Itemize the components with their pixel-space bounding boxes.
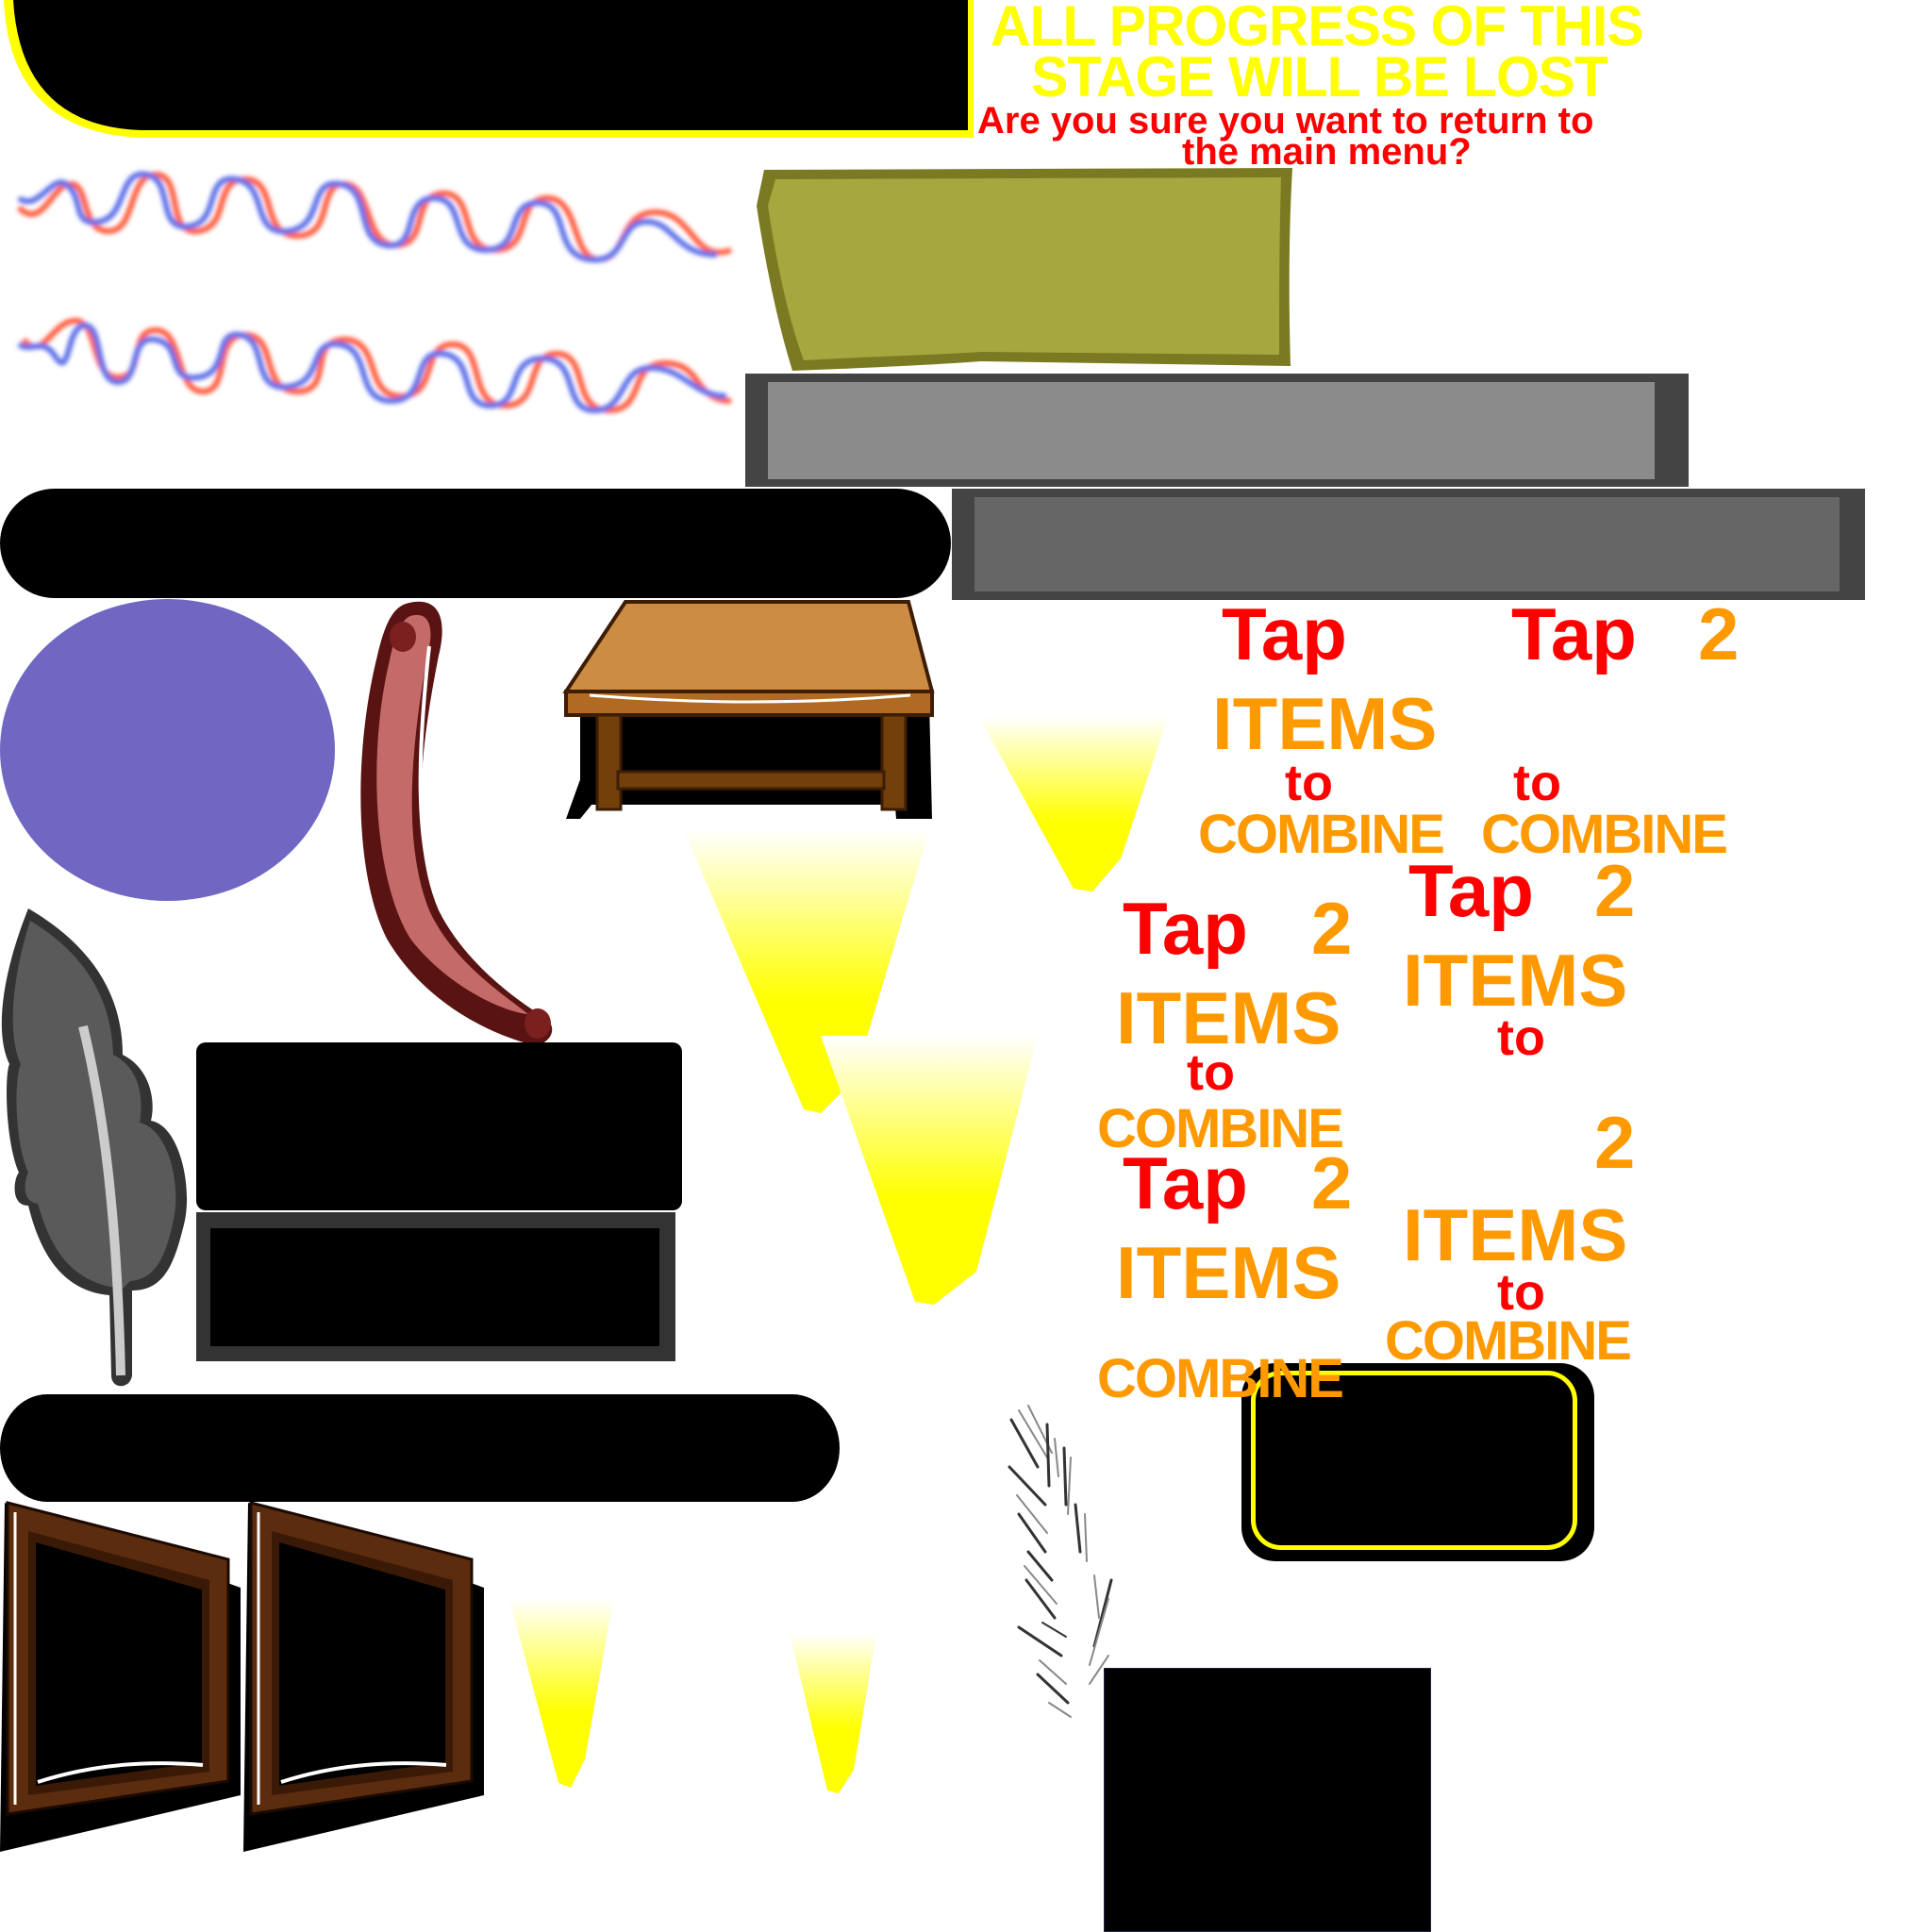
warning-title-line2: STAGE WILL BE LOST: [1031, 45, 1608, 108]
hint-tap-label: Tap: [1511, 592, 1637, 675]
spotlight-icon: [509, 1599, 613, 1788]
hint-items-label: ITEMS: [1403, 1193, 1628, 1276]
confirm-question-line2: the main menu?: [1182, 131, 1472, 173]
top-banner-panel: [4, 0, 974, 138]
hint-combine-label: COMBINE: [1385, 1310, 1632, 1372]
hint-to-label: to: [1187, 1044, 1235, 1101]
hint-combine-label: COMBINE: [1198, 804, 1445, 865]
hint-combine-label: COMBINE: [1481, 804, 1728, 865]
hint-tap-label: Tap: [1408, 849, 1534, 932]
yellow-border-button-outline: [1251, 1371, 1577, 1550]
hint-tap-label: Tap: [1123, 1141, 1248, 1224]
bordered-black-panel-fill: [210, 1228, 659, 1346]
picture-frame-icon: [243, 1501, 484, 1852]
horn-icon: [360, 601, 553, 1045]
picture-frame-icon: [0, 1501, 241, 1852]
hint-tap-label: Tap: [1222, 592, 1347, 675]
yellow-border-button[interactable]: [1241, 1363, 1594, 1561]
black-square-panel: [1104, 1668, 1431, 1932]
hint-tap-label: Tap: [1123, 887, 1248, 970]
hint-items-label: ITEMS: [1116, 1231, 1341, 1314]
gray-bar-dark-fill: [974, 497, 1840, 591]
table-icon: [562, 600, 935, 819]
spotlight-icon: [821, 1036, 1038, 1305]
hint-combine-label: COMBINE: [1097, 1348, 1344, 1409]
hint-number-label: 2: [1698, 592, 1740, 675]
hint-items-label: ITEMS: [1403, 939, 1628, 1022]
hint-number-label: 2: [1311, 1141, 1353, 1224]
hint-number-label: 2: [1594, 1101, 1636, 1184]
dna-helix-icon: [17, 317, 732, 414]
spotlight-icon: [684, 830, 929, 1113]
black-pill-bar: [0, 1394, 840, 1502]
hint-to-label: to: [1497, 1009, 1545, 1066]
warning-title-line1: ALL PROGRESS OF THIS: [991, 0, 1643, 58]
hint-items-label: ITEMS: [1212, 682, 1438, 765]
feather-icon: [1, 908, 188, 1387]
hint-combine-label: COMBINE: [1097, 1098, 1344, 1159]
hint-to-label: to: [1513, 755, 1561, 811]
spotlight-icon: [979, 717, 1168, 891]
hint-to-label: to: [1285, 755, 1333, 811]
hint-number-label: 2: [1594, 849, 1636, 932]
hint-items-label: ITEMS: [1116, 976, 1341, 1059]
hint-number-label: 2: [1311, 887, 1353, 970]
purple-orb: [0, 599, 335, 901]
dna-helix-icon: [16, 171, 733, 263]
confirm-question-line1: Are you sure you want to return to: [977, 100, 1594, 142]
black-pill-bar: [0, 489, 951, 598]
black-panel: [196, 1042, 682, 1210]
feather-strokes-icon: [1008, 1405, 1113, 1718]
hint-to-label: to: [1497, 1264, 1545, 1321]
gray-bar-light-fill: [768, 382, 1655, 479]
spotlight-icon: [790, 1633, 876, 1793]
olive-panel: [757, 168, 1292, 371]
